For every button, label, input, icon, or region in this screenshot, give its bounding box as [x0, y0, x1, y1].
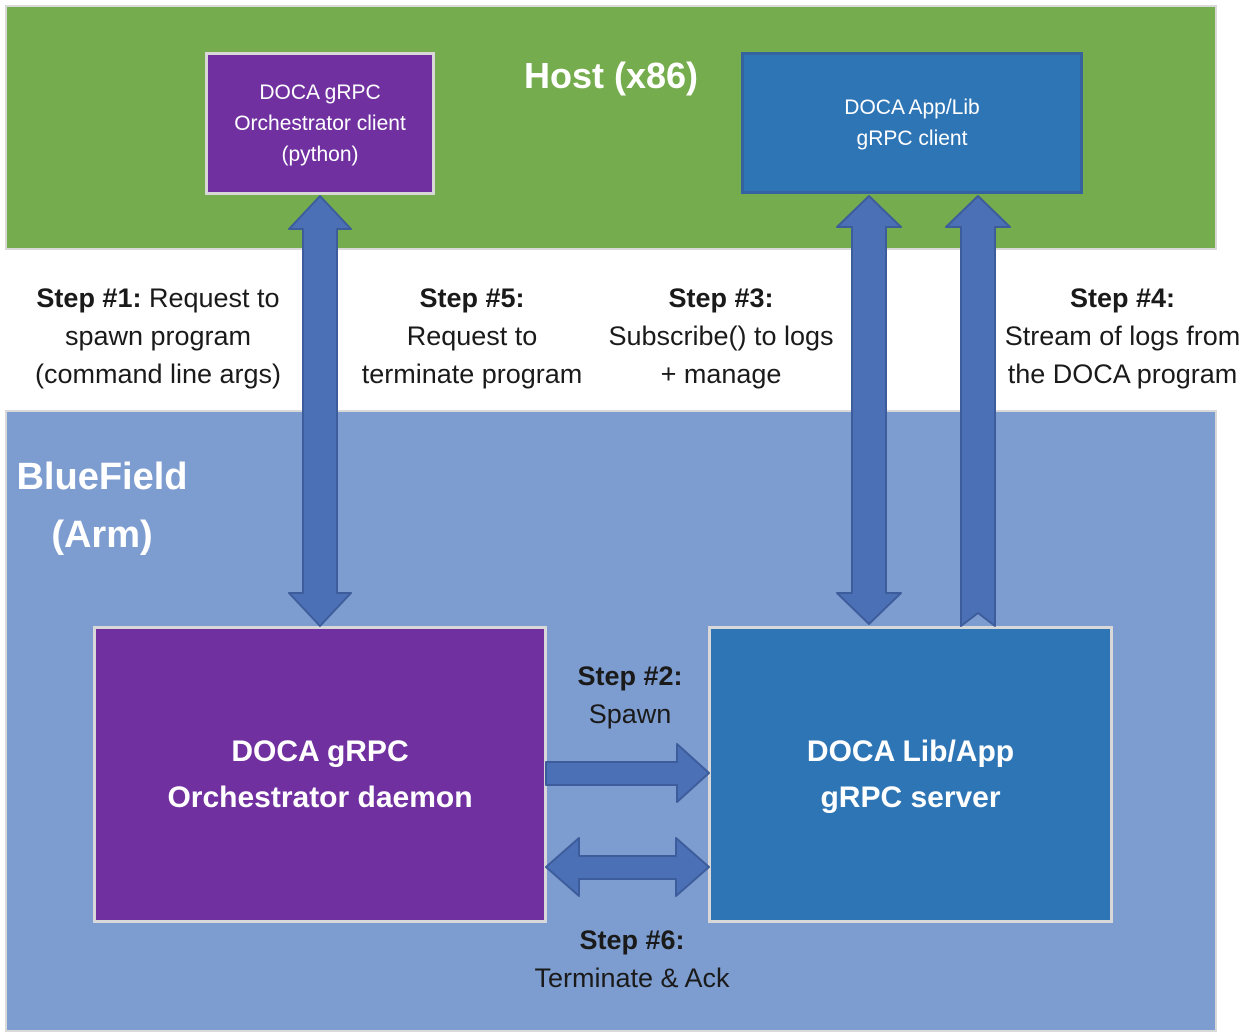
step6-line2: Terminate & Ack — [534, 963, 730, 993]
orchestrator-daemon-line1: DOCA gRPC — [231, 734, 409, 768]
bluefield-title-line1: BlueField — [16, 456, 188, 498]
step6-label: Step #6: Terminate & Ack — [507, 921, 757, 997]
step1-line1: Step #1: Request to — [8, 279, 308, 317]
bluefield-title-line2: (Arm) — [51, 514, 153, 556]
grpc-client-line1: DOCA App/Lib — [844, 96, 980, 119]
orchestrator-daemon-line2: Orchestrator daemon — [167, 780, 473, 814]
orchestrator-client-line2: Orchestrator client — [234, 112, 406, 135]
step1-line3: (command line args) — [34, 359, 282, 389]
orchestrator-client-line1: DOCA gRPC — [259, 81, 381, 104]
step1-title: Step #1: — [36, 283, 142, 313]
step3-title: Step #3: — [668, 283, 774, 313]
step5-line3: terminate program — [361, 359, 583, 389]
step4-label: Step #4: Stream of logs from the DOCA pr… — [985, 279, 1250, 393]
bluefield-region-title: BlueField (Arm) — [12, 448, 192, 564]
step4-line3: the DOCA program — [1007, 359, 1238, 389]
orchestrator-client-line3: (python) — [281, 143, 359, 166]
grpc-client-line2: gRPC client — [856, 127, 968, 150]
step3-line2: Subscribe() to logs — [608, 321, 834, 351]
orchestrator-daemon-box: DOCA gRPC Orchestrator daemon — [93, 626, 547, 923]
step3-label: Step #3: Subscribe() to logs + manage — [590, 279, 852, 393]
step1-line2: spawn program — [64, 321, 252, 351]
step5-label: Step #5: Request to terminate program — [342, 279, 602, 393]
step4-title: Step #4: — [1069, 283, 1176, 313]
step1-label: Step #1: Request to spawn program (comma… — [8, 279, 308, 393]
grpc-server-line2: gRPC server — [820, 780, 1001, 814]
grpc-client-box: DOCA App/Lib gRPC client — [741, 52, 1083, 194]
step1-rest: Request to — [148, 283, 280, 313]
step6-title: Step #6: — [579, 925, 685, 955]
step4-line2: Stream of logs from — [1004, 321, 1241, 351]
step2-label: Step #2: Spawn — [555, 657, 705, 733]
grpc-server-box: DOCA Lib/App gRPC server — [708, 626, 1113, 923]
step5-line2: Request to — [406, 321, 538, 351]
step2-title: Step #2: — [577, 661, 683, 691]
host-region-title: Host (x86) — [523, 55, 699, 96]
step3-line3: + manage — [660, 359, 782, 389]
step2-line2: Spawn — [588, 699, 672, 729]
grpc-server-line1: DOCA Lib/App — [806, 734, 1015, 768]
step5-title: Step #5: — [419, 283, 525, 313]
orchestrator-client-box: DOCA gRPC Orchestrator client (python) — [205, 52, 435, 195]
